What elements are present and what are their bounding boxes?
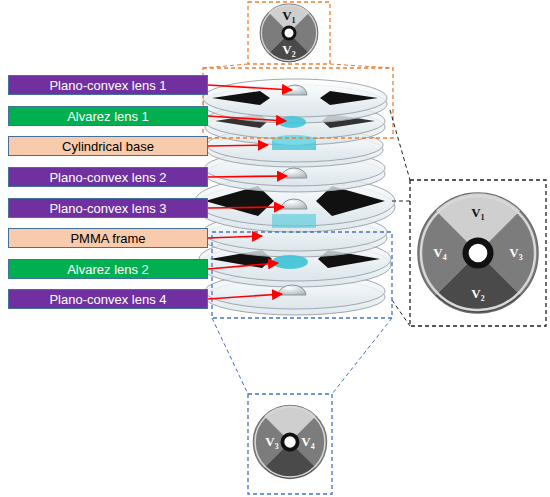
part-name: Plano-convex lens 4 — [49, 292, 166, 307]
part-label-box: PMMA frame — [8, 228, 208, 248]
part-name: PMMA frame — [70, 231, 145, 246]
part-label-box: Plano-convex lens 3 — [8, 198, 208, 218]
electrode-voltage-label: V₁ — [282, 8, 295, 24]
part-name: Plano-convex lens 2 — [49, 170, 166, 185]
part-label-box: Plano-convex lens 4 — [8, 289, 208, 309]
part-name: Cylindrical base — [62, 139, 154, 154]
electrode-voltage-label: V₃ — [509, 245, 522, 261]
electrode-voltage-label: V₂ — [282, 42, 295, 58]
electrode-voltage-label: V₄ — [301, 434, 314, 450]
electrode-voltage-label: V₃ — [265, 434, 278, 450]
part-label-box: Cylindrical base — [8, 136, 208, 156]
electrode-voltage-label: V₁ — [471, 205, 484, 221]
part-label-box: Plano-convex lens 1 — [8, 75, 208, 95]
electrode-voltage-label: V₂ — [471, 286, 484, 302]
part-name: Alvarez lens 1 — [67, 109, 149, 124]
part-name: Plano-convex lens 1 — [49, 78, 166, 93]
part-label-box: Alvarez lens 2 — [8, 259, 208, 279]
part-label-box: Alvarez lens 1 — [8, 106, 208, 126]
part-name: Plano-convex lens 3 — [49, 201, 166, 216]
part-name: Alvarez lens 2 — [67, 262, 149, 277]
part-label-box: Plano-convex lens 2 — [8, 167, 208, 187]
electrode-voltage-label: V₄ — [433, 245, 446, 261]
